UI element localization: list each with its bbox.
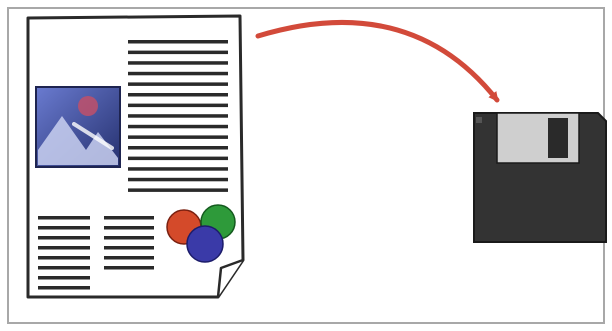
text-line xyxy=(128,93,228,97)
text-line xyxy=(128,82,228,86)
text-line xyxy=(128,146,228,150)
text-line xyxy=(128,135,228,139)
text-line xyxy=(38,256,90,260)
text-line xyxy=(38,236,90,240)
text-line xyxy=(38,276,90,280)
text-line xyxy=(38,286,90,290)
text-line xyxy=(128,167,228,171)
floppy-disk-icon xyxy=(474,113,606,242)
text-line xyxy=(128,51,228,55)
text-line xyxy=(128,157,228,161)
photo-icon xyxy=(36,87,120,167)
text-line xyxy=(128,178,228,182)
text-line xyxy=(104,226,154,230)
text-line xyxy=(128,61,228,64)
text-line xyxy=(128,72,228,76)
text-line xyxy=(38,226,90,230)
text-line xyxy=(38,266,90,270)
text-line xyxy=(128,114,228,118)
text-line xyxy=(104,236,154,240)
text-line xyxy=(104,216,154,220)
text-line xyxy=(128,188,228,192)
text-line xyxy=(104,256,154,260)
text-line xyxy=(128,40,228,44)
text-line xyxy=(128,125,228,129)
text-line xyxy=(38,246,90,250)
text-line xyxy=(38,216,90,220)
text-line xyxy=(128,104,228,108)
text-line xyxy=(104,266,154,270)
text-line xyxy=(104,246,154,250)
